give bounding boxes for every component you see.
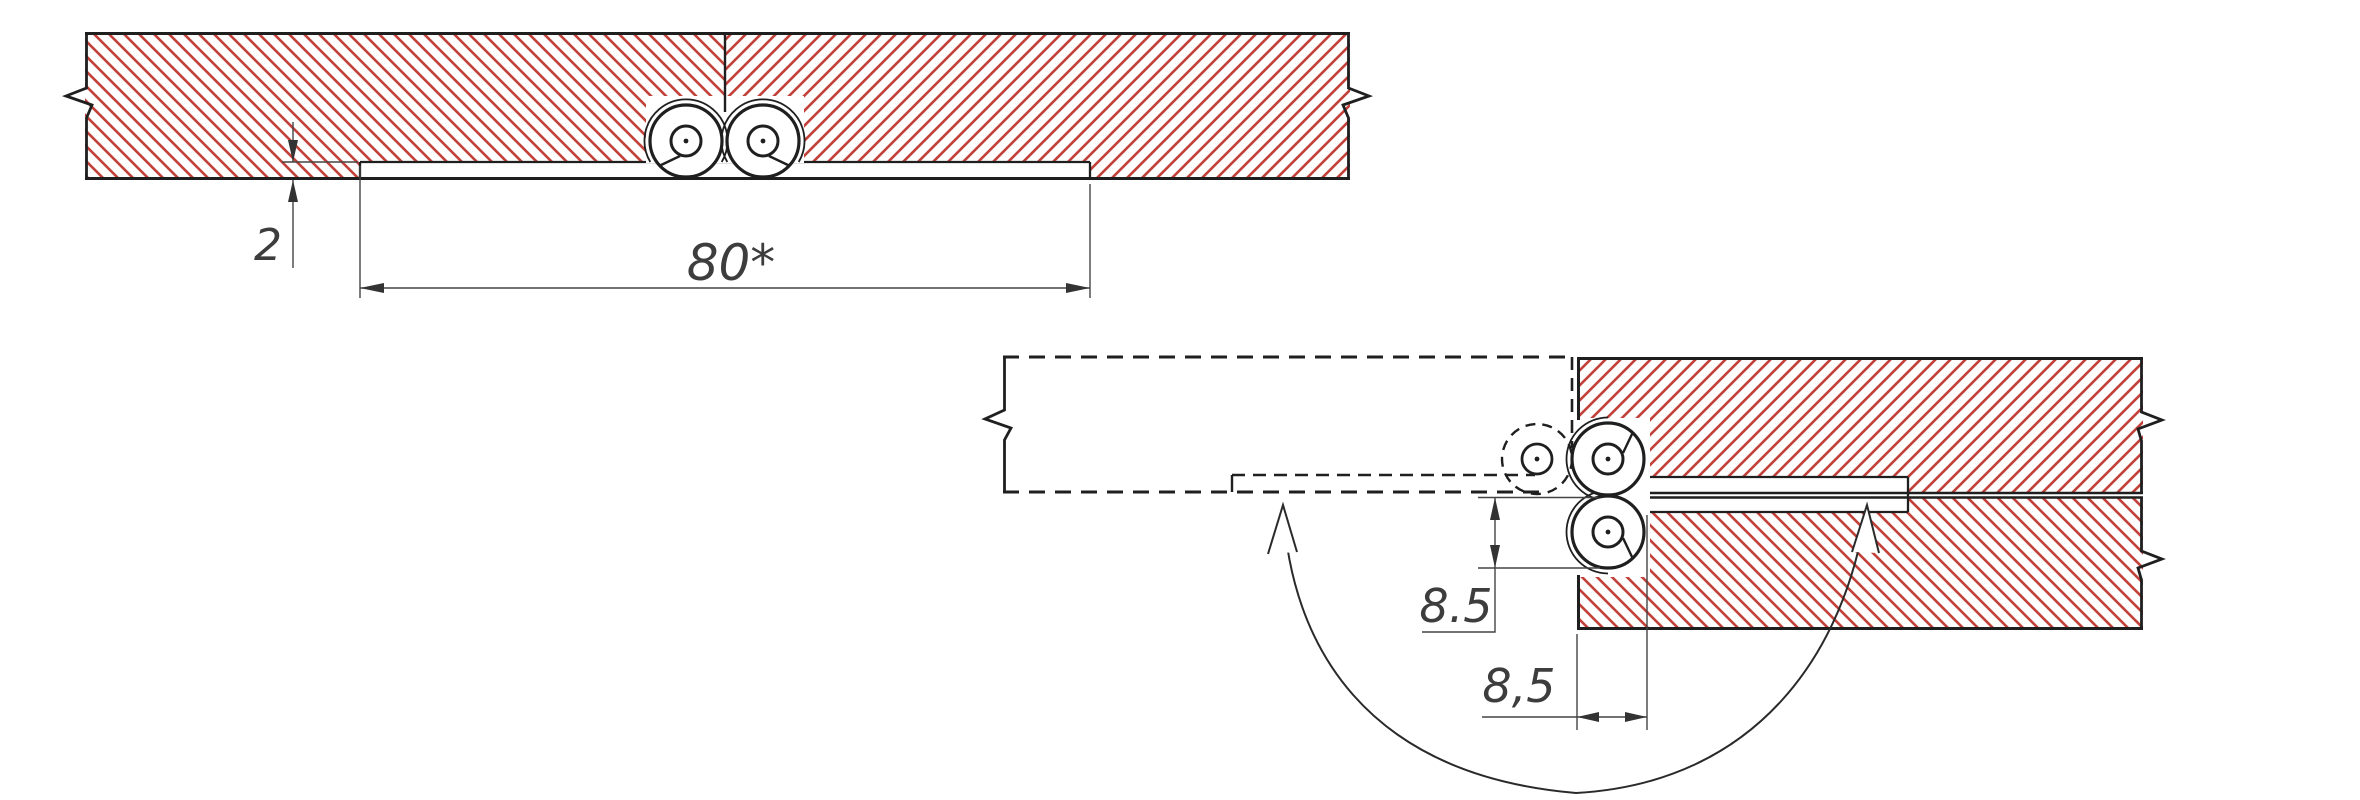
flat-hinge-leaf — [360, 161, 1090, 180]
folded-leaf-recess-lines — [1640, 475, 1908, 514]
dim85h-arrow-right — [1625, 712, 1647, 722]
flat-right-break-edge — [1341, 32, 1374, 180]
flat-right-panel-hatch — [725, 32, 1350, 180]
folded-cutout-arc-lower — [1565, 489, 1609, 575]
dim2-arrow-top — [288, 140, 298, 162]
folded-contact-faces — [1640, 491, 2143, 499]
dimension-hinge-width: 80* — [359, 166, 1091, 298]
dim85v-arrow-top — [1490, 497, 1500, 520]
folded-lower-leaf — [1625, 497, 1908, 512]
folded-pin-upper-center — [1605, 456, 1611, 462]
folded-upper-break-edge — [2136, 357, 2166, 493]
folded-pin-lower-center — [1605, 529, 1611, 535]
folded-lower-break-edge — [2136, 497, 2166, 630]
rotation-arc — [1267, 501, 1880, 795]
folded-upper-panel-hatch — [1577, 357, 2143, 493]
rotation-arc-curve — [1282, 504, 1868, 795]
flat-pin-left-center — [683, 138, 689, 144]
dim85v-label: 8.5 — [1419, 579, 1492, 633]
flat-left-break-edge — [61, 32, 94, 180]
folded-cutout-arc-upper — [1565, 416, 1609, 502]
folded-knuckle-curl-hooks — [1621, 431, 1635, 560]
dimension-recess-depth: 2 — [254, 122, 358, 271]
flat-left-panel-hatch — [85, 32, 725, 180]
rotation-arc-arrow-right — [1851, 501, 1880, 554]
dim85h-arrow-left — [1577, 712, 1599, 722]
phantom-knuckle-circle — [1500, 422, 1574, 496]
dimension-knuckle-projection: 8.5 — [1419, 496, 1600, 633]
view-folded: 8.5 8,5 — [981, 355, 2166, 795]
dim85v-arrow-bottom — [1490, 545, 1500, 568]
phantom-open-door — [981, 355, 1574, 496]
flat-knuckle-curl-hooks — [658, 154, 791, 168]
dim2-label: 2 — [254, 220, 282, 271]
dim80-extension-lines — [359, 166, 1091, 298]
folded-lower-panel-hatch — [1577, 497, 2143, 630]
dim80-label: 80* — [687, 234, 776, 292]
view-flat: 2 80* — [61, 32, 1374, 298]
dim80-arrow-right — [1066, 283, 1090, 293]
dim85v-line-and-leader — [1422, 497, 1496, 633]
folded-upper-leaf — [1625, 477, 1908, 493]
dim85h-extension-lines — [1576, 515, 1648, 730]
flat-pin-right-center — [760, 138, 766, 144]
dim85h-label: 8,5 — [1482, 659, 1555, 713]
dim80-arrow-left — [360, 283, 384, 293]
dim2-arrow-bottom — [288, 180, 298, 202]
rotation-arc-arrow-left — [1267, 501, 1298, 555]
phantom-left-break-edge — [981, 357, 1014, 492]
dim85v-extension-lines — [1478, 496, 1600, 569]
phantom-pin-center — [1534, 456, 1540, 462]
dimension-knuckle-offset: 8,5 — [1482, 515, 1648, 730]
